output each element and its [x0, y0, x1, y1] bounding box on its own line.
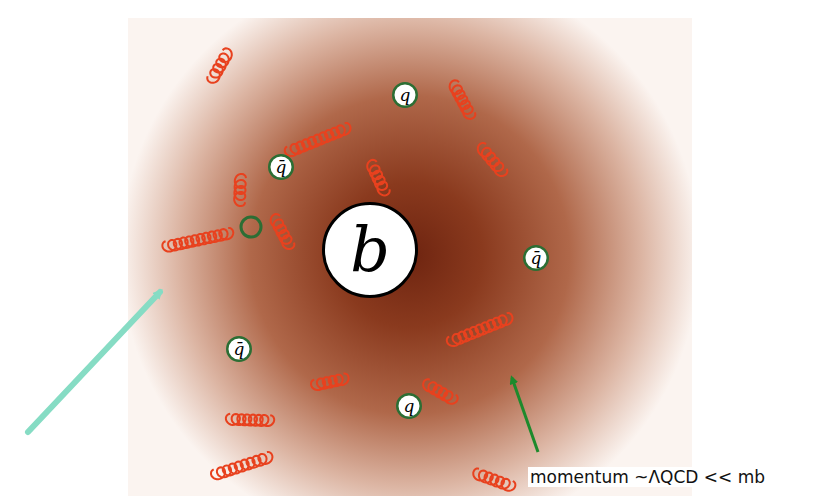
- gluon-coil: [478, 143, 508, 176]
- particle-symbol: q̄: [234, 341, 245, 358]
- circle-shape: [227, 337, 251, 361]
- gluon-coil: [207, 48, 232, 83]
- particle-symbol: q̄: [531, 250, 542, 267]
- circle-shape: [524, 246, 548, 270]
- quark-circle: q̄: [226, 336, 252, 362]
- particle-symbol: b: [350, 219, 390, 281]
- pointer-arrow: [28, 292, 160, 432]
- b-quark-circle: b: [322, 202, 418, 298]
- gluon-group: [162, 48, 515, 490]
- gluon-coil: [226, 414, 274, 426]
- momentum-note: momentum ~ΛQCD << mb: [528, 467, 767, 487]
- gluon-coil: [271, 214, 295, 249]
- gluon-coil: [367, 160, 390, 196]
- circle-shape: [393, 83, 417, 107]
- quark-circle: q: [392, 82, 418, 108]
- gluon-coil: [450, 80, 476, 119]
- gluon-coil: [234, 174, 246, 206]
- particle-symbol: q: [400, 87, 411, 104]
- quark-circle: q̄: [268, 154, 294, 180]
- gluon-coil: [447, 313, 513, 346]
- quark-circle: q̄: [523, 245, 549, 271]
- gluon-coil: [473, 469, 515, 491]
- circle-shape: [397, 394, 421, 418]
- particle-symbol: q̄: [276, 159, 287, 176]
- gluon-coil: [311, 373, 349, 390]
- momentum-arrow: [512, 378, 538, 452]
- gluon-coil: [423, 379, 458, 404]
- particle-symbol: q: [404, 398, 415, 415]
- gluon-coil: [162, 228, 233, 252]
- circle-shape: [269, 155, 293, 179]
- empty-quark-circle: [241, 217, 261, 237]
- quark-circle: q: [396, 393, 422, 419]
- gluon-coil: [285, 123, 351, 156]
- circle-shape: [324, 204, 417, 297]
- hadron-cloud: [128, 18, 692, 496]
- gluon-coil: [211, 452, 272, 479]
